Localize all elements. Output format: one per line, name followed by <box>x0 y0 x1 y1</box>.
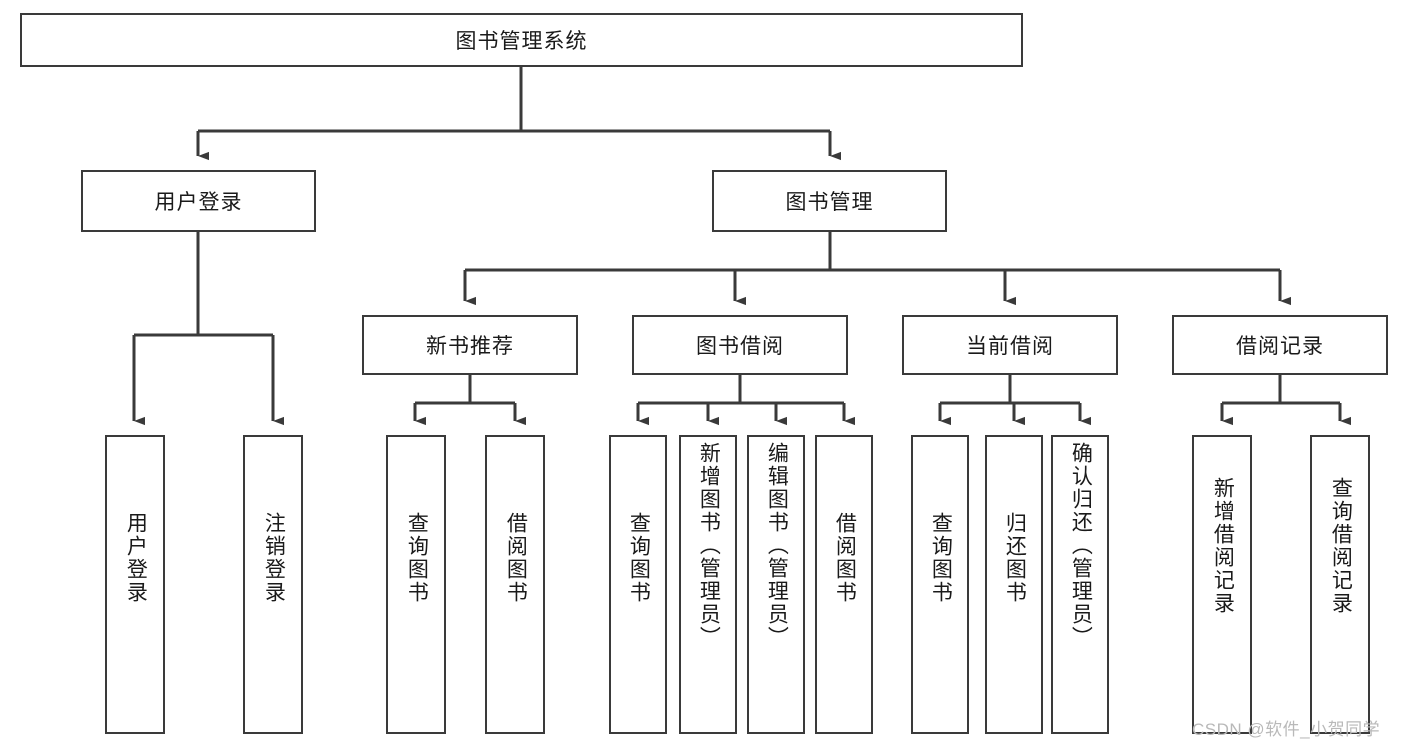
node-leaf-query-record-label: 查询借阅记录 <box>1329 477 1353 615</box>
node-leaf-confirm-return-label: 确认归还（管理员） <box>1069 442 1093 649</box>
node-leaf-add-book[interactable]: 新增图书（管理员） <box>679 435 737 734</box>
node-leaf-add-book-label: 新增图书（管理员） <box>697 442 721 649</box>
node-root[interactable]: 图书管理系统 <box>20 13 1023 67</box>
node-leaf-confirm-return[interactable]: 确认归还（管理员） <box>1051 435 1109 734</box>
node-leaf-add-record[interactable]: 新增借阅记录 <box>1192 435 1252 734</box>
node-leaf-query-book-borrow-label: 查询图书 <box>627 512 651 604</box>
node-leaf-return-book-label: 归还图书 <box>1003 512 1027 604</box>
node-leaf-query-record[interactable]: 查询借阅记录 <box>1310 435 1370 734</box>
csdn-watermark: CSDN @软件_小贺同学 <box>1192 720 1381 739</box>
node-leaf-edit-book-label: 编辑图书（管理员） <box>765 442 789 649</box>
node-leaf-user-login[interactable]: 用户登录 <box>105 435 165 734</box>
node-leaf-borrow-book[interactable]: 借阅图书 <box>815 435 873 734</box>
node-leaf-logout[interactable]: 注销登录 <box>243 435 303 734</box>
node-root-label: 图书管理系统 <box>455 30 588 53</box>
node-leaf-logout-label: 注销登录 <box>262 512 286 604</box>
node-leaf-user-login-label: 用户登录 <box>124 512 148 604</box>
node-new-book-rec-label: 新书推荐 <box>426 335 514 358</box>
node-current-borrow-label: 当前借阅 <box>966 335 1054 358</box>
node-leaf-borrow-book-rec-label: 借阅图书 <box>504 512 528 604</box>
node-book-borrow-label: 图书借阅 <box>696 335 784 358</box>
node-book-manage-label: 图书管理 <box>785 191 874 214</box>
node-leaf-query-book-cur[interactable]: 查询图书 <box>911 435 969 734</box>
node-new-book-rec[interactable]: 新书推荐 <box>362 315 578 375</box>
node-borrow-record[interactable]: 借阅记录 <box>1172 315 1388 375</box>
node-user-login-label: 用户登录 <box>154 191 243 214</box>
node-leaf-query-book-cur-label: 查询图书 <box>929 512 953 604</box>
node-user-login[interactable]: 用户登录 <box>81 170 316 232</box>
node-leaf-query-book-borrow[interactable]: 查询图书 <box>609 435 667 734</box>
node-book-borrow[interactable]: 图书借阅 <box>632 315 848 375</box>
node-leaf-edit-book[interactable]: 编辑图书（管理员） <box>747 435 805 734</box>
node-leaf-return-book[interactable]: 归还图书 <box>985 435 1043 734</box>
node-current-borrow[interactable]: 当前借阅 <box>902 315 1118 375</box>
node-leaf-add-record-label: 新增借阅记录 <box>1211 477 1235 615</box>
node-leaf-borrow-book-rec[interactable]: 借阅图书 <box>485 435 545 734</box>
node-book-manage[interactable]: 图书管理 <box>712 170 947 232</box>
node-borrow-record-label: 借阅记录 <box>1236 335 1324 358</box>
node-leaf-borrow-book-label: 借阅图书 <box>833 512 857 604</box>
node-leaf-query-book-rec[interactable]: 查询图书 <box>386 435 446 734</box>
node-leaf-query-book-rec-label: 查询图书 <box>405 512 429 604</box>
